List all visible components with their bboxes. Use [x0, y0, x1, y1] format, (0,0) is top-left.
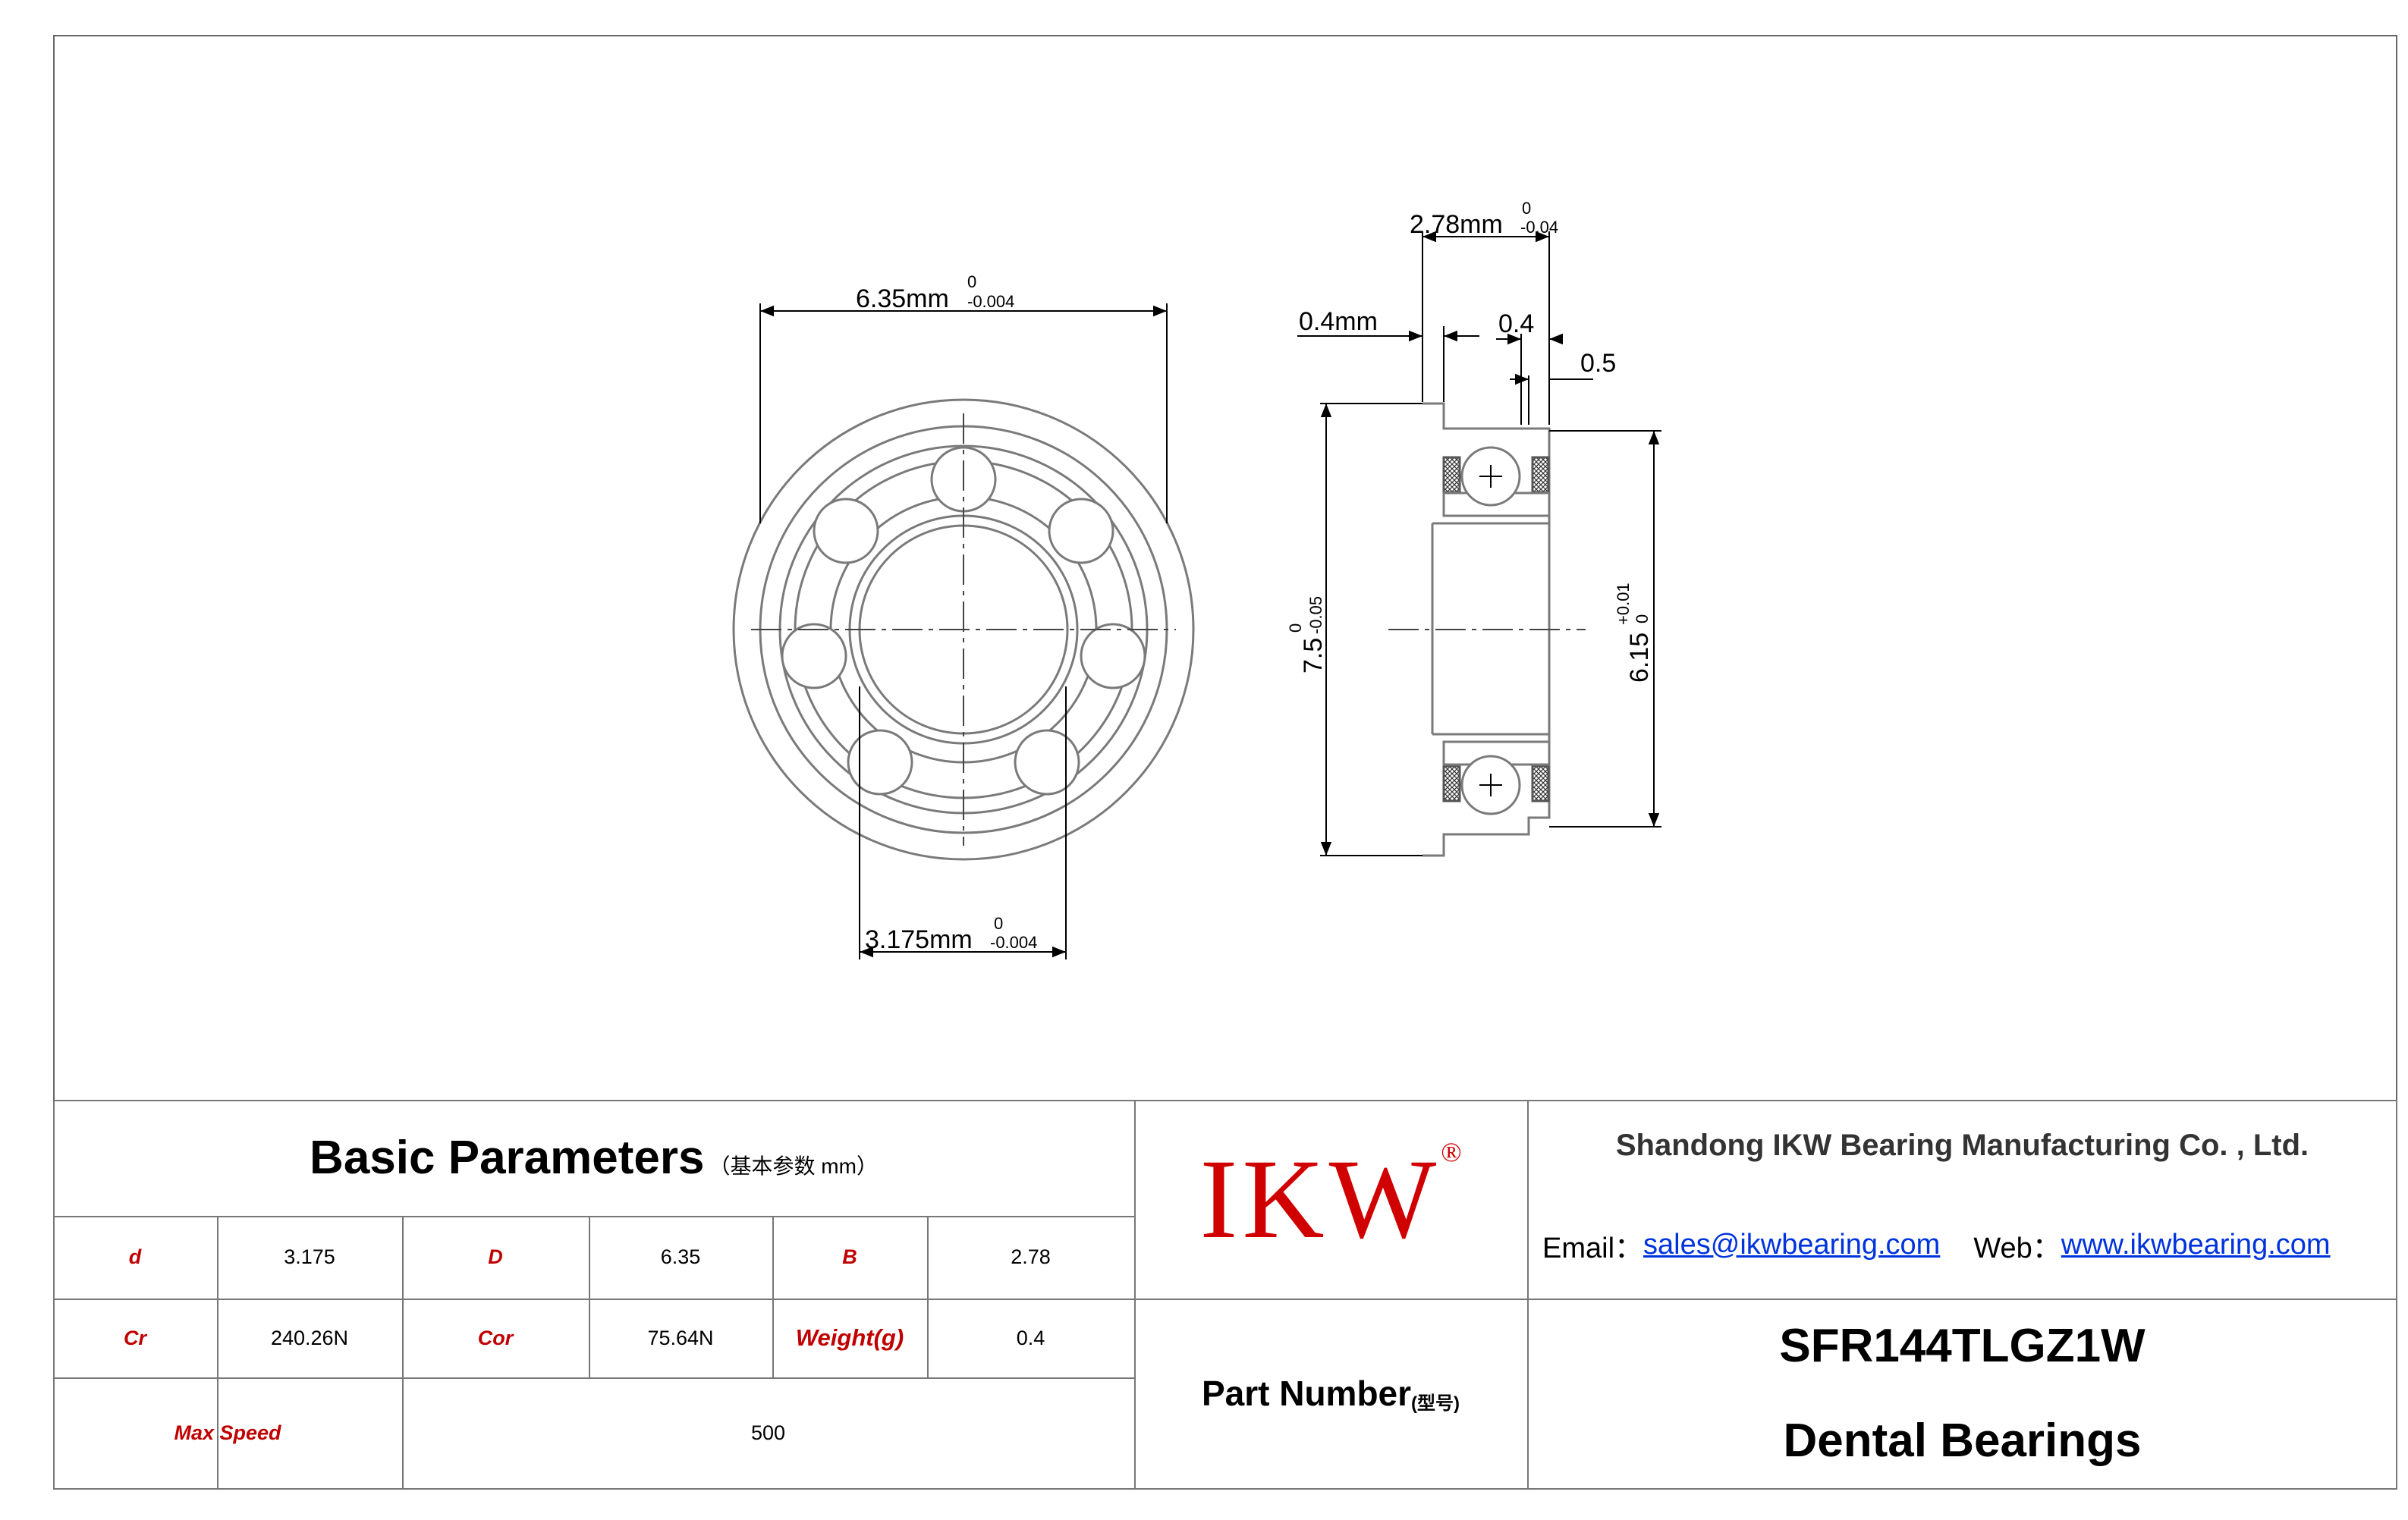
- title-block: Basic Parameters （基本参数 mm） d 3.175 D 6.3…: [53, 1100, 2397, 1490]
- dim-small-b-label: 0.5: [1580, 349, 1616, 378]
- dim-small-a-label: 0.4: [1498, 309, 1534, 338]
- dim-flange-dia-label: 7.5: [1299, 638, 1328, 674]
- param-cor-label: Cor: [477, 1326, 514, 1349]
- svg-text:0: 0: [994, 914, 1003, 933]
- basic-parameters-header: Basic Parameters （基本参数 mm）: [53, 1100, 1134, 1216]
- dim-bore-label: 3.175mm: [865, 925, 973, 954]
- web-link[interactable]: www.ikwbearing.com: [2061, 1228, 2331, 1261]
- part-number-label-cell: Part Number (型号): [1134, 1299, 1527, 1488]
- param-D-label: D: [488, 1245, 503, 1268]
- param-cor-value: 75.64N: [647, 1326, 714, 1349]
- dim-bore: [859, 686, 1067, 959]
- max-speed-value: 500: [750, 1421, 786, 1444]
- basic-parameters-sub: （基本参数 mm）: [709, 1154, 878, 1178]
- dim-width-label: 2.78mm: [1410, 210, 1503, 239]
- param-weight-label: Weight(g): [795, 1324, 904, 1351]
- company-name: Shandong IKW Bearing Manufacturing Co. ,…: [1615, 1128, 2309, 1162]
- dim-flange-label: 0.4mm: [1299, 307, 1378, 336]
- max-speed-label: Max Speed: [174, 1421, 281, 1444]
- svg-text:-0.004: -0.004: [967, 292, 1014, 311]
- email-link[interactable]: sales@ikwbearing.com: [1643, 1228, 1941, 1261]
- front-view: [732, 398, 1195, 861]
- dim-housing-diameter: [1549, 430, 1661, 828]
- dim-flange-diameter: [1320, 403, 1422, 856]
- technical-drawing: 6.35mm 0 -0.004 3.175mm 0 -0.004: [732, 199, 1661, 959]
- param-d-value: 3.175: [284, 1245, 335, 1268]
- product-type: Dental Bearings: [1783, 1415, 2142, 1467]
- svg-text:+0.01: +0.01: [1614, 583, 1633, 625]
- section-view: [1388, 402, 1586, 857]
- param-B-value: 2.78: [1011, 1245, 1051, 1268]
- dim-outer-diameter: [759, 303, 1168, 523]
- svg-text:-0.05: -0.05: [1306, 596, 1325, 634]
- svg-text:0: 0: [1286, 623, 1305, 633]
- param-cr-value: 240.26N: [270, 1326, 349, 1349]
- svg-text:0: 0: [967, 272, 976, 291]
- param-d-label: d: [128, 1245, 142, 1268]
- svg-text:0: 0: [1522, 199, 1531, 218]
- part-number-sub: (型号): [1411, 1393, 1460, 1414]
- registered-mark: ®: [1441, 1137, 1462, 1167]
- logo-text: IKW: [1199, 1136, 1441, 1262]
- part-number-label: Part Number: [1201, 1374, 1412, 1413]
- dim-outer-label: 6.35mm: [856, 284, 949, 313]
- contact-row: Email： sales@ikwbearing.com Web： www.ikw…: [1529, 1191, 2396, 1299]
- param-B-label: B: [842, 1245, 857, 1268]
- company-logo: IKW ®: [1134, 1100, 1527, 1299]
- svg-text:-0.004: -0.004: [990, 933, 1037, 952]
- part-number: SFR144TLGZ1W: [1779, 1320, 2146, 1372]
- param-cr-label: Cr: [123, 1326, 146, 1349]
- dim-housing-dia-label: 6.15: [1625, 633, 1654, 683]
- param-D-value: 6.35: [660, 1245, 701, 1268]
- ball-set: [781, 446, 1146, 796]
- svg-text:-0.04: -0.04: [1520, 218, 1558, 237]
- param-weight-value: 0.4: [1016, 1326, 1045, 1349]
- dim-width: [1297, 231, 1593, 425]
- web-label: Web：: [1973, 1232, 2061, 1264]
- svg-text:0: 0: [1633, 614, 1652, 623]
- basic-parameters-title: Basic Parameters: [310, 1132, 705, 1184]
- email-label: Email：: [1542, 1232, 1644, 1264]
